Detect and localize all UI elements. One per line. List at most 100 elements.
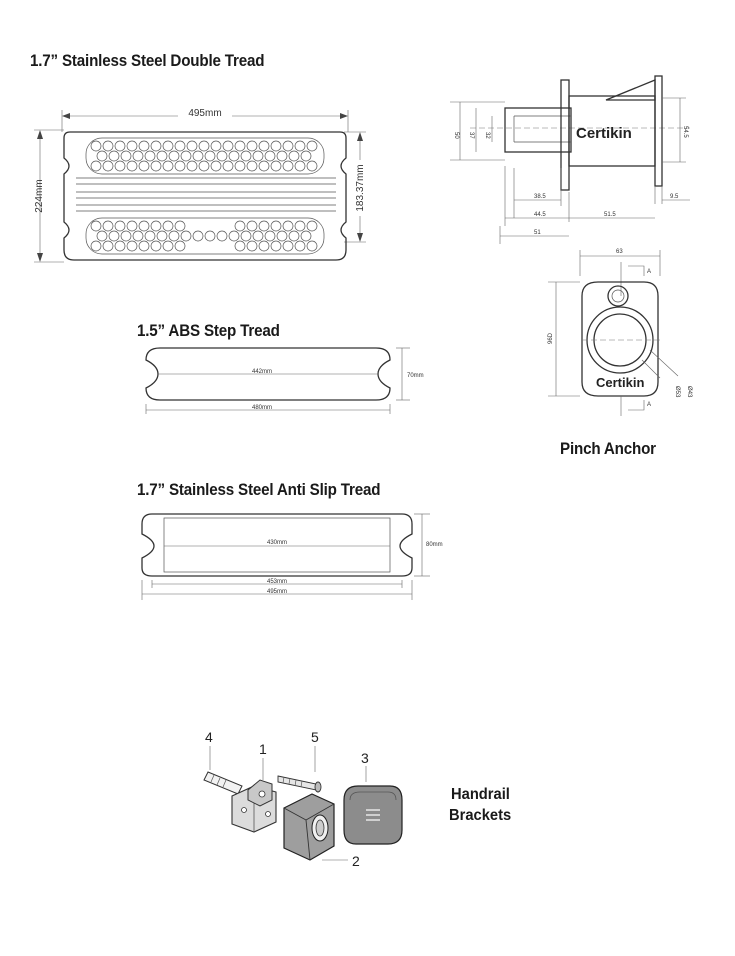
perforation-hole [144,150,156,162]
perforation-hole [114,240,126,252]
perforation-hole [198,140,210,152]
perforation-hole [156,230,168,242]
perforation-hole [90,240,102,252]
perforation-hole [258,240,270,252]
perforation-hole [180,150,192,162]
perforation-hole [102,240,114,252]
perforation-hole [186,160,198,172]
anchor-side-d4: 54.5 [682,126,688,138]
perforation-hole [144,230,156,242]
anchor-side-d3: 32 [484,132,490,139]
abs-tread-outline [145,347,391,401]
double-tread-center-bars [76,177,336,212]
callout-4: 4 [205,729,213,745]
abs-tread-title: 1.5” ABS Step Tread [137,322,280,340]
perforation-hole [114,160,126,172]
anti-slip-tread-inner-width-label: 430mm [267,540,287,546]
anti-slip-tread-mid-width-label: 453mm [267,579,287,585]
perforation-hole [180,230,192,242]
handrail-brackets-title-line1: Handrail [451,786,510,803]
double-tread-inner-height-label: 183.37mm [355,164,366,211]
perforation-hole [258,160,270,172]
anchor-side-d6: 9.5 [670,194,679,200]
anchor-front-flange [654,75,663,187]
perforation-hole [270,160,282,172]
perforation-hole [174,160,186,172]
perforation-hole [270,140,282,152]
perforation-hole [222,140,234,152]
perforation-hole [210,140,222,152]
perforation-hole [252,230,264,242]
perforation-hole [234,220,246,232]
perforation-hole [306,140,318,152]
double-tread-title: 1.7” Stainless Steel Double Tread [30,52,265,70]
perforation-hole [96,230,108,242]
perforation-hole [228,150,240,162]
double-tread-outline [63,131,347,261]
perforation-hole [138,240,150,252]
anchor-front-brand: Certikin [596,375,644,390]
perforation-hole [174,240,186,252]
perforation-hole [186,140,198,152]
perforation-hole [114,220,126,232]
perforation-hole [126,160,138,172]
perforation-hole [240,150,252,162]
perforation-hole [132,150,144,162]
perforation-hole [162,160,174,172]
anchor-side-d8: 51.5 [604,212,616,218]
perforation-hole [234,240,246,252]
anchor-side-brand: Certikin [576,125,632,142]
perforation-hole [270,220,282,232]
anchor-tube [504,107,572,153]
perforation-hole [174,140,186,152]
perforation-hole [282,240,294,252]
perforation-hole [294,240,306,252]
perforation-hole [288,150,300,162]
perforation-hole [150,240,162,252]
perforation-hole [132,230,144,242]
perforation-hole [246,160,258,172]
perforation-hole [138,160,150,172]
perforation-hole [162,240,174,252]
perforation-hole [90,160,102,172]
perforation-hole [216,150,228,162]
perforation-hole [204,150,216,162]
anchor-front-plate [581,281,659,397]
perforation-hole [300,230,312,242]
perforation-hole [102,140,114,152]
anchor-front-section-top: A [647,269,651,275]
abs-tread-height-label: 70mm [407,373,424,379]
anti-slip-tread-width-label: 495mm [267,589,287,595]
callout-2: 2 [352,853,360,869]
perforation-hole [282,220,294,232]
anchor-side-d2: 37 [468,132,474,139]
perforation-hole [126,220,138,232]
perforation-hole [306,160,318,172]
perforation-hole [162,140,174,152]
perforation-hole [240,230,252,242]
callout-1: 1 [259,741,267,757]
anchor-front-section-bottom: A [647,402,651,408]
callout-3: 3 [361,750,369,766]
perforation-hole [222,160,234,172]
anchor-side-d7: 44.5 [534,212,546,218]
handrail-brackets-title-line2: Brackets [449,807,512,824]
perforation-hole [102,220,114,232]
anti-slip-tread-height-label: 80mm [426,542,443,548]
perforation-hole [198,160,210,172]
anchor-side-d1: 50 [453,132,459,139]
perforation-hole [276,230,288,242]
perforation-hole [150,220,162,232]
perforation-hole [294,160,306,172]
perforation-hole [114,140,126,152]
perforation-hole [90,140,102,152]
perforation-hole [168,230,180,242]
perforation-hole [276,150,288,162]
perforation-hole [264,230,276,242]
double-tread-height-label: 224mm [34,179,45,212]
double-tread-lower-holes [90,220,318,252]
perforation-hole [294,140,306,152]
double-tread-inner-height-dimension: 183.37mm [344,131,366,243]
perforation-hole [306,220,318,232]
